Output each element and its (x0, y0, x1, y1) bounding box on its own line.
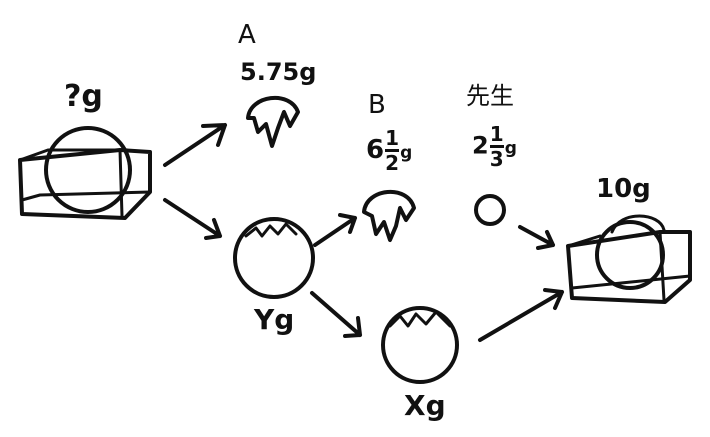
teacher-unit: g (504, 138, 517, 159)
piece-a-weight: 5.75g (240, 58, 317, 86)
ball-x (381, 306, 459, 384)
end-weight-label: 10g (596, 174, 651, 204)
piece-b-numerator: 1 (385, 126, 400, 150)
piece-b-whole: 6 (366, 135, 385, 165)
teacher-denominator: 3 (489, 147, 504, 171)
start-weight-label: ?g (64, 79, 103, 114)
piece-b-name: B (368, 90, 386, 120)
piece-b-denominator: 2 (385, 151, 400, 175)
piece-b-unit: g (400, 143, 413, 163)
start-box (18, 126, 152, 220)
ball-y (233, 217, 315, 299)
arrow-x-to-box (478, 288, 564, 342)
arrow-teacher-to-box (518, 225, 555, 250)
arrow-y-to-b (313, 213, 357, 247)
piece-b-shape (362, 190, 416, 242)
arrows (163, 123, 564, 342)
piece-a-shape (246, 95, 300, 148)
teacher-whole: 2 (472, 131, 489, 160)
ball-y-weight: Yg (254, 303, 295, 336)
arrow-y-to-x (310, 291, 362, 338)
ball-x-weight: Xg (404, 389, 446, 422)
end-box (566, 214, 692, 304)
start-ball (44, 126, 132, 214)
teacher-piece-shape (474, 194, 506, 226)
arrow-start-to-y (163, 198, 222, 240)
teacher-numerator: 1 (489, 122, 504, 146)
arrow-start-to-a (163, 123, 227, 167)
teacher-name: 先生 (466, 82, 514, 110)
piece-a-name: A (238, 20, 256, 50)
